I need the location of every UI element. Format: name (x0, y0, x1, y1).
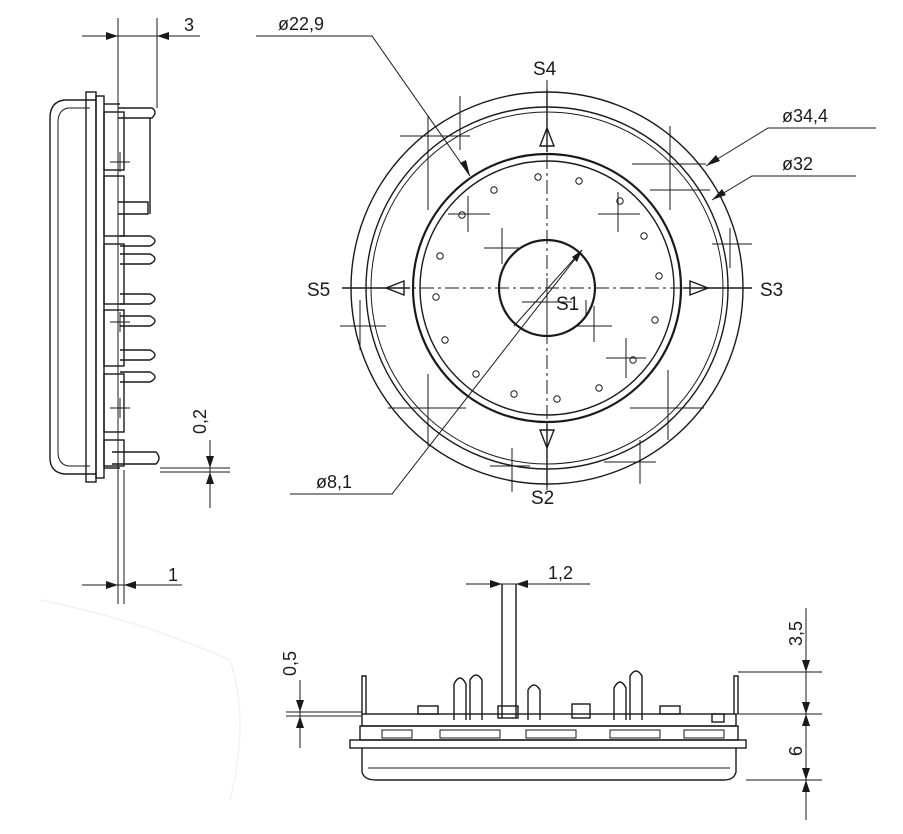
dim-center-diameter: ø8,1 (316, 472, 352, 492)
dim-top-width: 3 (184, 15, 194, 35)
dim-outer-diameter: ø34,4 (782, 106, 828, 126)
dim-pin-width: 1,2 (548, 563, 573, 583)
dim-rim-diameter: ø32 (782, 154, 813, 174)
label-s2: S2 (531, 488, 554, 509)
label-s3: S3 (760, 280, 783, 301)
label-s4: S4 (533, 59, 557, 80)
dim-ring-diameter: ø22,9 (278, 14, 324, 34)
label-s5: S5 (307, 280, 330, 301)
diameter-leaders (256, 35, 876, 495)
label-s1: S1 (556, 294, 579, 315)
dim-side-gap: 0,2 (190, 409, 210, 434)
dim-bottom-width: 1 (168, 565, 178, 585)
dim-bottom-gap: 0,5 (280, 651, 300, 676)
dim-body-height: 6 (786, 746, 806, 756)
front-view (340, 80, 752, 492)
dim-pin-height: 3,5 (786, 621, 806, 646)
side-view (49, 18, 230, 604)
bottom-view (286, 580, 822, 820)
